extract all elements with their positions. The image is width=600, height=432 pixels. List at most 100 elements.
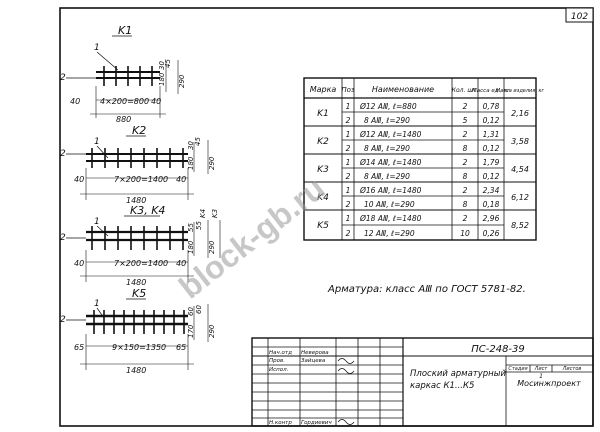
row-mark: K1 — [317, 109, 329, 119]
dim-right: 65 — [176, 343, 186, 352]
row-qty: 2 — [463, 158, 468, 167]
role-head: Нач.отд — [269, 350, 292, 356]
title-line-1: Плоский арматурный — [410, 369, 506, 379]
bar-mark-1: 1 — [94, 299, 100, 309]
dim-left: 40 — [74, 259, 84, 268]
frame-title: K2 — [132, 124, 146, 137]
sheet-number-box — [565, 7, 594, 23]
row-name: 8 АⅢ, ℓ=290 — [364, 116, 410, 125]
frame-k1: K1 1 2 40 4×200=800 40 880 30 180 45 290 — [60, 24, 186, 124]
role-check: Пров. — [269, 358, 285, 364]
frame-k5: K5 1 2 65 9×150=1350 65 1480 60 1 — [60, 287, 216, 375]
dim-middle: 4×200=800 — [100, 97, 149, 106]
dim-total: 1480 — [126, 278, 146, 287]
row-qty: 2 — [463, 102, 468, 111]
row-mass: 0,18 — [483, 200, 500, 209]
row-mass: 2,96 — [483, 214, 500, 223]
row-qty: 5 — [463, 116, 468, 125]
bar-mark-1: 1 — [94, 217, 100, 227]
row-mass: 0,12 — [483, 172, 500, 181]
name-check: Зайцева — [301, 358, 326, 364]
sheet-no: 1 — [539, 373, 543, 380]
reinforcement-note: Арматура: класс АⅢ по ГОСТ 5781-82. — [327, 284, 526, 295]
row-mass: 0,78 — [483, 102, 500, 111]
row-name: 8 АⅢ, ℓ=290 — [364, 144, 410, 153]
sheet-number: 102 — [571, 12, 588, 22]
frame-k2: K2 1 2 40 7×200=1400 40 1480 30 180 45 — [60, 124, 216, 205]
dim-right: 40 — [176, 259, 186, 268]
row-total: 8,52 — [511, 221, 529, 230]
row-mark: K3 — [317, 165, 329, 175]
spec-table: Марка Поз Наименование Кол. шт. Масса ед… — [303, 77, 545, 241]
bar-mark-1: 1 — [94, 137, 100, 147]
row-qty: 8 — [463, 172, 468, 181]
row-pos: 2 — [346, 172, 351, 181]
role-exec: Испол. — [269, 367, 289, 373]
row-name: Ø16 АⅢ, ℓ=1480 — [359, 186, 422, 195]
header-item-mass: Масса изделия, кг — [496, 88, 545, 94]
dim-r1: 30 — [158, 61, 166, 70]
header-pos: Поз — [341, 86, 355, 94]
organization: Мосинжпроект — [517, 379, 581, 388]
row-total: 2,16 — [511, 109, 529, 118]
sheets-header: Листов — [562, 366, 582, 372]
dim-r1: 60 — [187, 307, 195, 316]
dim-r3: 55 — [195, 221, 203, 230]
name-head: Неверова — [301, 350, 329, 356]
dim-r2: 180 — [187, 156, 195, 170]
row-pos: 1 — [346, 214, 351, 223]
dim-r2: 170 — [187, 324, 195, 338]
row-name: 8 АⅢ, ℓ=290 — [364, 172, 410, 181]
transverse-bars — [91, 226, 184, 250]
row-qty: 8 — [463, 144, 468, 153]
role-norm: Н.контр — [269, 420, 292, 426]
row-mass: 1,79 — [483, 158, 500, 167]
watermark: block-gb.ru — [172, 170, 331, 306]
dim-r4: 290 — [208, 324, 216, 338]
transverse-bars — [91, 148, 184, 168]
dim-middle: 9×150=1350 — [112, 343, 166, 352]
signature — [337, 368, 355, 374]
row-mass: 0,12 — [483, 116, 500, 125]
row-pos: 2 — [346, 116, 351, 125]
bar-mark-2: 2 — [60, 73, 66, 83]
row-mark: K5 — [317, 221, 329, 231]
dim-r3: 60 — [195, 305, 203, 314]
dim-left: 40 — [74, 175, 84, 184]
header-mark: Марка — [310, 85, 337, 94]
dim-left: 65 — [74, 343, 84, 352]
dim-r3: 45 — [194, 137, 202, 146]
row-mass: 1,31 — [483, 130, 500, 139]
row-pos: 2 — [346, 200, 351, 209]
row-name: 10 АⅢ, ℓ=290 — [364, 200, 415, 209]
row-pos: 1 — [346, 130, 351, 139]
dim-r3: 45 — [164, 59, 172, 68]
frame-title: K1 — [118, 24, 132, 37]
dim-right: 40 — [151, 97, 161, 106]
title-block: ПС-248-39 Плоский арматурный каркас К1..… — [251, 337, 594, 427]
row-mass: 0,26 — [483, 229, 500, 238]
row-total: 3,58 — [511, 137, 529, 146]
row-total: 6,12 — [511, 193, 529, 202]
dim-middle: 7×200=1400 — [114, 175, 168, 184]
frame-title: K3, K4 — [130, 204, 165, 217]
dim-r4: 290 — [178, 74, 186, 88]
signature — [337, 419, 355, 425]
row-qty: 10 — [460, 229, 470, 238]
dim-r2: 180 — [158, 72, 166, 86]
name-norm: Гордиевич — [301, 420, 332, 426]
transverse-bars — [93, 310, 185, 334]
row-mass: 0,12 — [483, 144, 500, 153]
dim-right: 40 — [176, 175, 186, 184]
dim-total: 880 — [116, 115, 131, 124]
dim-r1: 30 — [187, 141, 195, 150]
row-name: Ø12 АⅢ, ℓ=1480 — [359, 130, 422, 139]
bar-mark-2: 2 — [60, 233, 66, 243]
row-name: Ø18 АⅢ, ℓ=1480 — [359, 214, 422, 223]
doc-code: ПС-248-39 — [471, 344, 525, 355]
row-pos: 1 — [346, 102, 351, 111]
header-qty: Кол. шт. — [452, 87, 479, 94]
dim-total: 1480 — [126, 366, 146, 375]
row-mark: K4 — [317, 193, 329, 203]
